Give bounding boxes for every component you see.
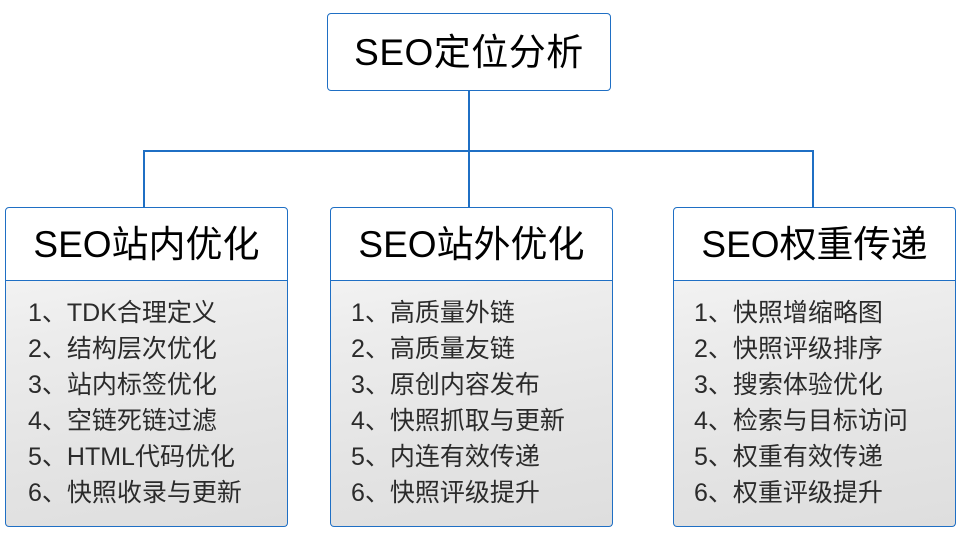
list-item: 6、权重评级提升 (694, 479, 883, 507)
branch-1-header[interactable]: SEO站内优化 (5, 207, 288, 281)
branch-node-3: SEO权重传递 1、快照增缩略图 2、快照评级排序 3、搜索体验优化 4、检索与… (673, 207, 956, 527)
list-item: 4、快照抓取与更新 (351, 407, 565, 435)
list-item: 5、内连有效传递 (351, 443, 540, 471)
branch-node-1: SEO站内优化 1、TDK合理定义 2、结构层次优化 3、站内标签优化 4、空链… (5, 207, 288, 527)
list-item: 1、高质量外链 (351, 299, 515, 327)
connector-branch-2 (468, 150, 470, 207)
branch-3-list: 1、快照增缩略图 2、快照评级排序 3、搜索体验优化 4、检索与目标访问 5、权… (673, 281, 956, 527)
branch-2-header[interactable]: SEO站外优化 (330, 207, 613, 281)
branch-2-title: SEO站外优化 (358, 223, 585, 265)
list-item: 6、快照收录与更新 (28, 479, 242, 507)
list-item: 3、站内标签优化 (28, 371, 217, 399)
root-node[interactable]: SEO定位分析 (327, 13, 611, 91)
connector-branch-3 (812, 150, 814, 207)
branch-1-title: SEO站内优化 (33, 223, 260, 265)
connector-root-vertical (468, 91, 470, 151)
list-item: 5、HTML代码优化 (28, 443, 235, 471)
root-node-label: SEO定位分析 (354, 31, 584, 73)
list-item: 1、TDK合理定义 (28, 299, 217, 327)
list-item: 3、原创内容发布 (351, 371, 540, 399)
branch-1-list: 1、TDK合理定义 2、结构层次优化 3、站内标签优化 4、空链死链过滤 5、H… (5, 281, 288, 527)
branch-3-header[interactable]: SEO权重传递 (673, 207, 956, 281)
list-item: 2、高质量友链 (351, 335, 515, 363)
list-item: 2、结构层次优化 (28, 335, 217, 363)
list-item: 6、快照评级提升 (351, 479, 540, 507)
branch-2-list: 1、高质量外链 2、高质量友链 3、原创内容发布 4、快照抓取与更新 5、内连有… (330, 281, 613, 527)
list-item: 2、快照评级排序 (694, 335, 883, 363)
list-item: 3、搜索体验优化 (694, 371, 883, 399)
connector-branch-1 (143, 150, 145, 207)
list-item: 4、空链死链过滤 (28, 407, 217, 435)
branch-node-2: SEO站外优化 1、高质量外链 2、高质量友链 3、原创内容发布 4、快照抓取与… (330, 207, 613, 527)
branch-3-title: SEO权重传递 (701, 223, 928, 265)
list-item: 4、检索与目标访问 (694, 407, 908, 435)
connector-horizontal-bus (143, 150, 813, 152)
list-item: 1、快照增缩略图 (694, 299, 883, 327)
list-item: 5、权重有效传递 (694, 443, 883, 471)
